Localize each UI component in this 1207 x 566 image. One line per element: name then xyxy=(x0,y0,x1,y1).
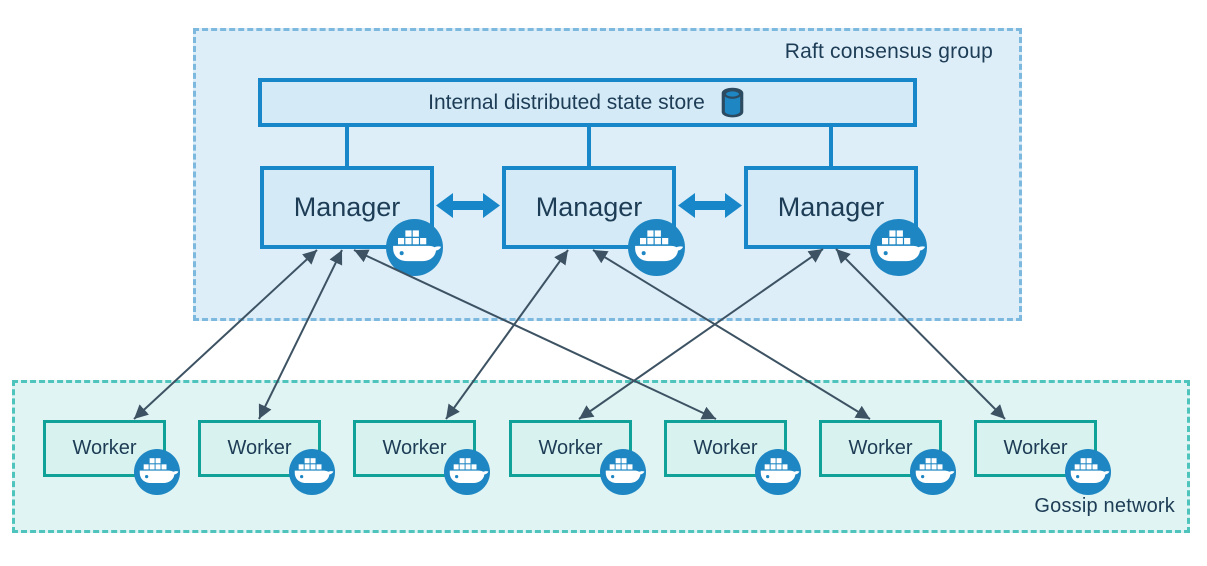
docker-whale-icon xyxy=(628,219,685,276)
worker-2-label: Worker xyxy=(227,437,292,459)
worker-node-6: Worker xyxy=(819,420,942,477)
worker-7-label: Worker xyxy=(1003,437,1068,459)
gossip-network-group: Gossip network Worker Worker Worker Work… xyxy=(12,380,1190,533)
worker-node-5: Worker xyxy=(664,420,787,477)
raft-consensus-group: Raft consensus group Internal distribute… xyxy=(193,28,1022,321)
docker-whale-icon xyxy=(755,449,801,495)
worker-node-4: Worker xyxy=(509,420,632,477)
docker-whale-icon xyxy=(600,449,646,495)
docker-whale-icon xyxy=(444,449,490,495)
manager-3-label: Manager xyxy=(777,192,885,222)
state-store-box: Internal distributed state store xyxy=(258,78,917,127)
docker-whale-icon xyxy=(134,449,180,495)
state-store-label: Internal distributed state store xyxy=(428,90,705,114)
worker-6-label: Worker xyxy=(848,437,913,459)
worker-node-2: Worker xyxy=(198,420,321,477)
worker-5-label: Worker xyxy=(693,437,758,459)
worker-4-label: Worker xyxy=(538,437,603,459)
manager-node-1: Manager xyxy=(260,166,434,249)
gossip-network-label: Gossip network xyxy=(1034,495,1175,517)
worker-3-label: Worker xyxy=(382,437,447,459)
worker-node-3: Worker xyxy=(353,420,476,477)
docker-whale-icon xyxy=(289,449,335,495)
docker-whale-icon xyxy=(910,449,956,495)
raft-group-label: Raft consensus group xyxy=(784,40,993,63)
worker-1-label: Worker xyxy=(72,437,137,459)
docker-whale-icon xyxy=(386,219,443,276)
database-cylinder-icon xyxy=(721,87,744,117)
manager-node-3: Manager xyxy=(744,166,918,249)
docker-whale-icon xyxy=(870,219,927,276)
worker-node-1: Worker xyxy=(43,420,166,477)
manager-1-label: Manager xyxy=(293,192,401,222)
manager-2-label: Manager xyxy=(535,192,643,222)
docker-whale-icon xyxy=(1065,449,1111,495)
manager-node-2: Manager xyxy=(502,166,676,249)
worker-node-7: Worker xyxy=(974,420,1097,477)
